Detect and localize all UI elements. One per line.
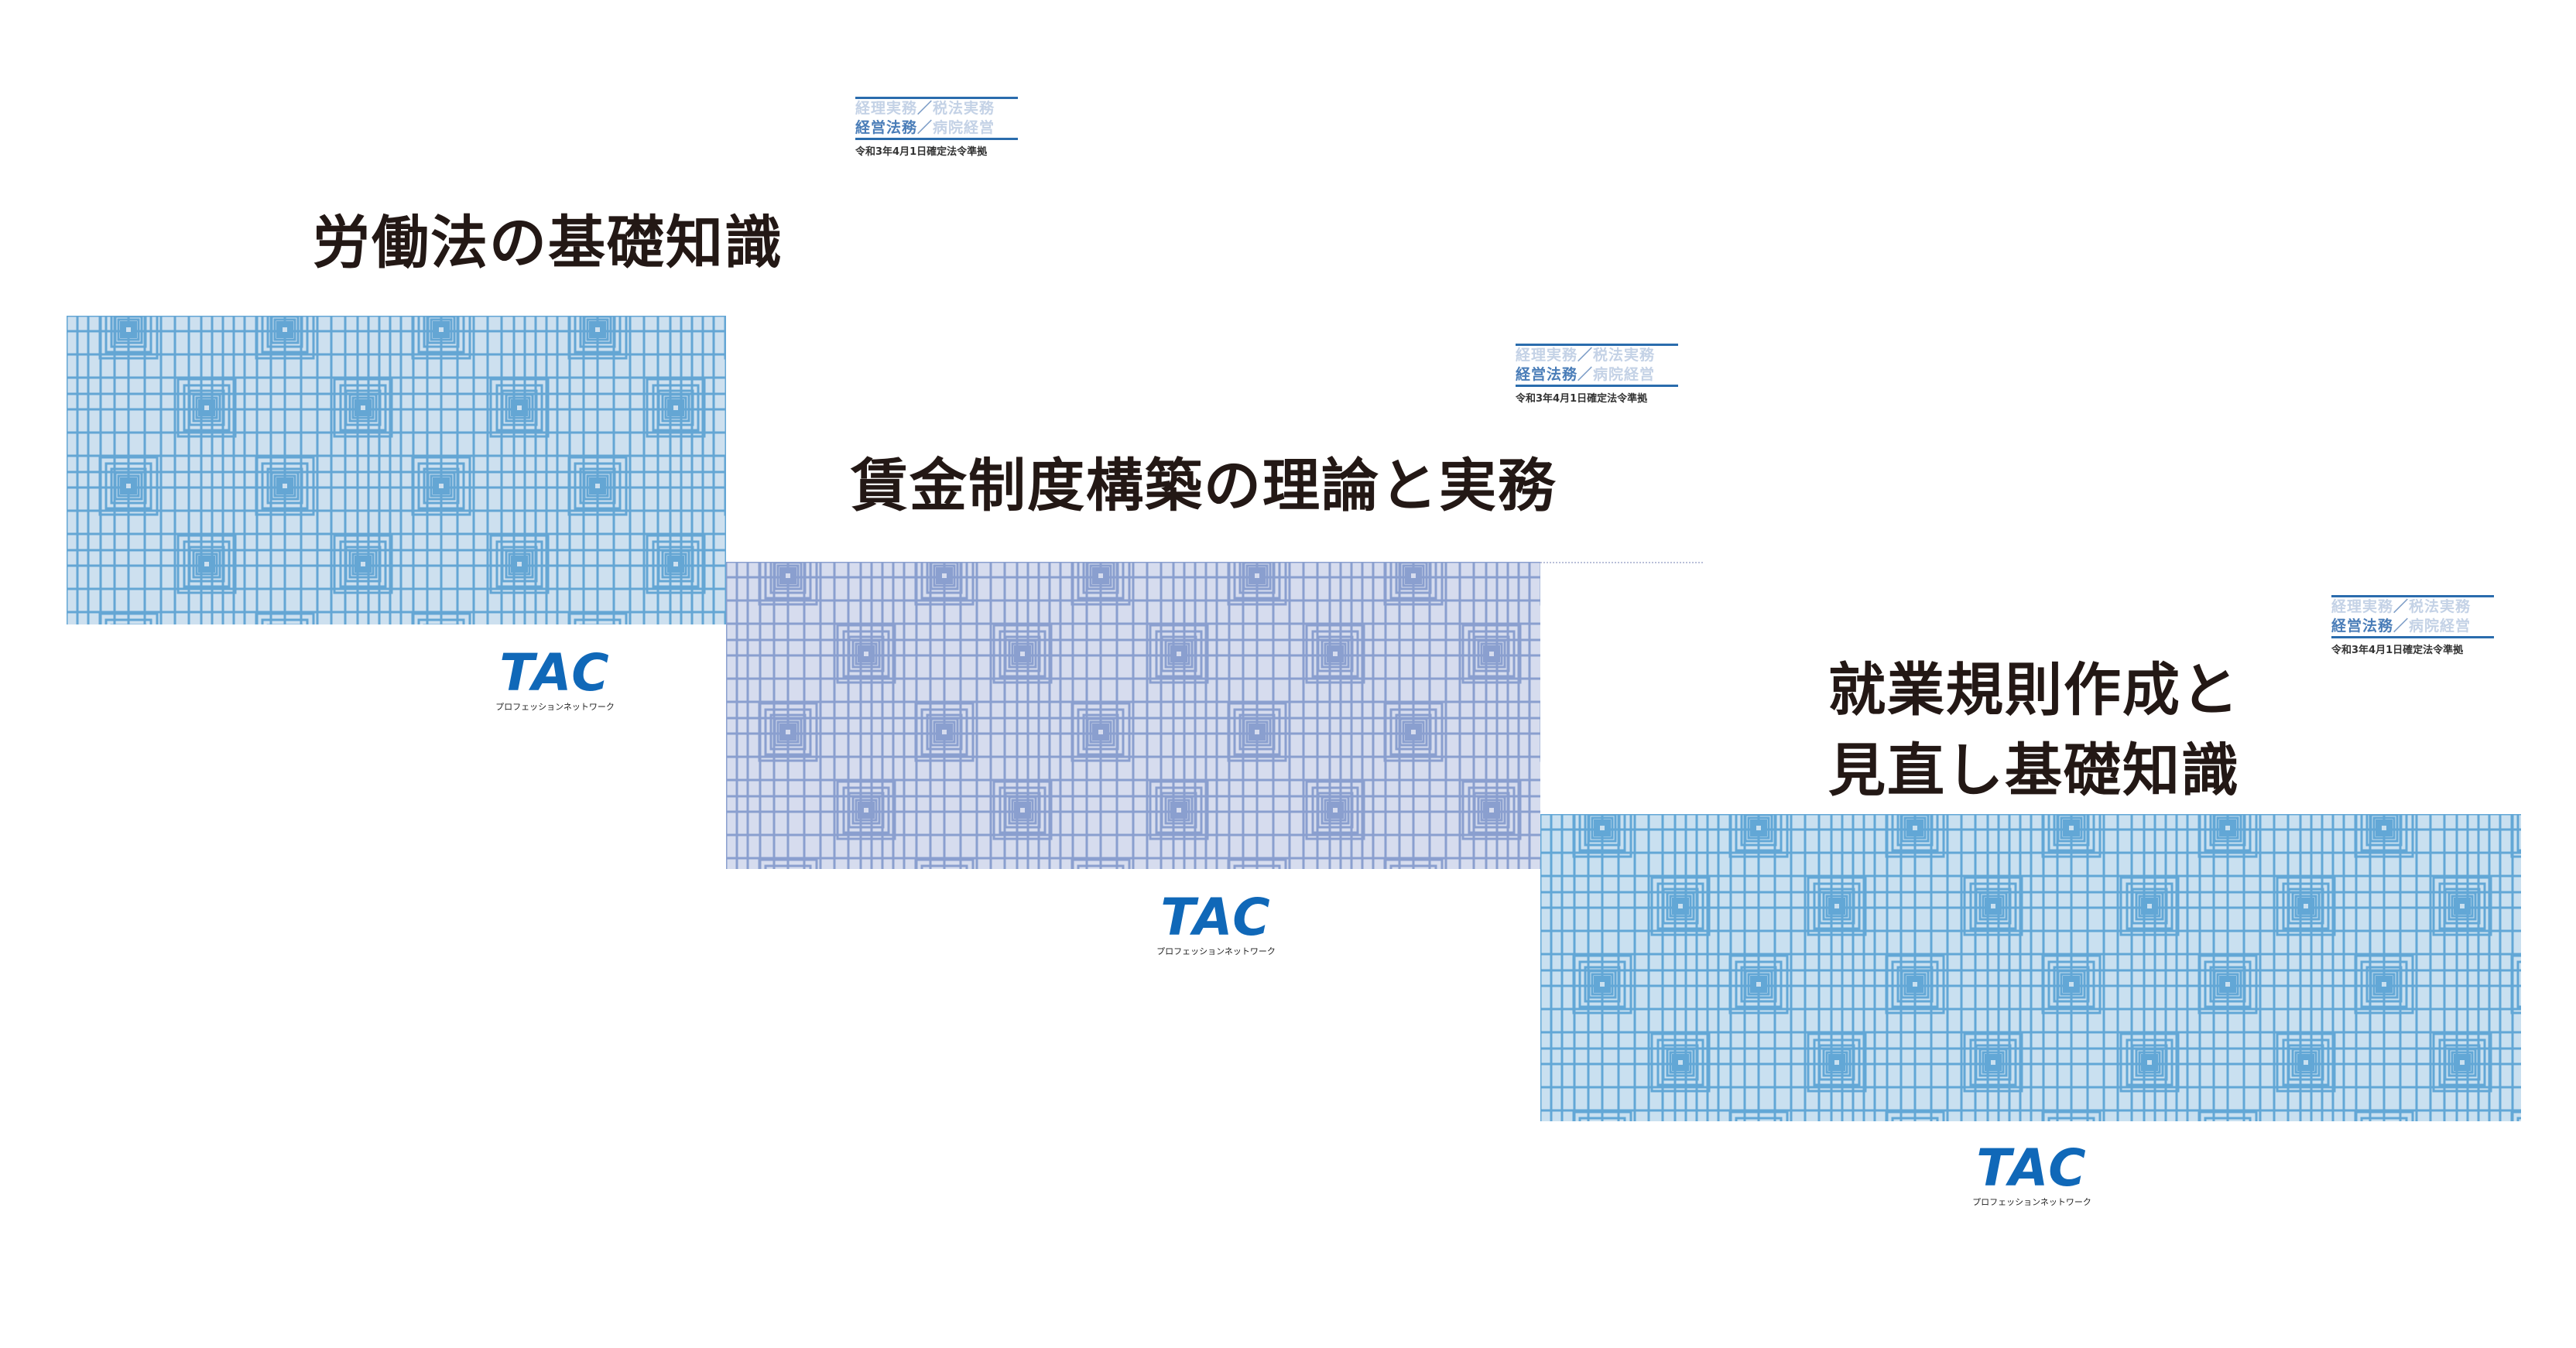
series-item: 経理実務 xyxy=(1516,347,1578,364)
series-item: 病院経営 xyxy=(2409,618,2472,635)
logo-text: TAC xyxy=(1976,1138,2088,1198)
logo-text: TAC xyxy=(1160,888,1272,947)
law-date: 令和3年4月1日確定法令準拠 xyxy=(855,146,988,158)
divider xyxy=(1516,385,1678,387)
law-date: 令和3年4月1日確定法令準拠 xyxy=(1516,393,1648,405)
series-label: 経理実務／税法実務 経営法務／病院経営 令和3年4月1日確定法令準拠 xyxy=(2331,595,2494,656)
series-item: 経理実務 xyxy=(2331,598,2394,615)
separator: ／ xyxy=(917,100,933,117)
logo-tagline: プロフェッションネットワーク xyxy=(1156,946,1276,956)
series-item-active: 経営法務 xyxy=(1516,366,1578,383)
grid-pattern-band xyxy=(726,562,1540,869)
series-item: 税法実務 xyxy=(2409,598,2472,615)
series-label: 経理実務／税法実務 経営法務／病院経営 令和3年4月1日確定法令準拠 xyxy=(1516,344,1678,405)
title-line: 賃金制度構築の理論と実務 xyxy=(851,453,1557,519)
series-item: 病院経営 xyxy=(1593,366,1656,383)
grid-pattern-band xyxy=(1540,814,2521,1121)
title-line: 労働法の基礎知識 xyxy=(313,210,783,276)
separator: ／ xyxy=(1577,366,1594,383)
divider xyxy=(2331,636,2494,638)
series-item: 病院経営 xyxy=(933,119,995,136)
divider xyxy=(1540,562,1703,563)
law-date: 令和3年4月1日確定法令準拠 xyxy=(2331,645,2464,656)
tac-logo: TAC プロフェッションネットワーク xyxy=(489,648,621,713)
grid-pattern-band xyxy=(67,316,726,624)
logo-tagline: プロフェッションネットワーク xyxy=(495,702,615,712)
divider xyxy=(855,97,1018,99)
separator: ／ xyxy=(2393,618,2410,635)
series-item: 税法実務 xyxy=(1593,347,1656,364)
tac-logo: TAC プロフェッションネットワーク xyxy=(1150,892,1282,957)
series-item: 経理実務 xyxy=(855,100,918,117)
logo-tagline: プロフェッションネットワーク xyxy=(1972,1197,2091,1207)
tac-logo: TAC プロフェッションネットワーク xyxy=(1966,1143,2098,1208)
book-title: 労働法の基礎知識 xyxy=(313,203,783,283)
title-line: 就業規則作成と xyxy=(1828,657,2240,724)
book-title: 賃金制度構築の理論と実務 xyxy=(851,446,1557,526)
separator: ／ xyxy=(1577,347,1594,364)
series-label: 経理実務／税法実務 経営法務／病院経営 令和3年4月1日確定法令準拠 xyxy=(855,97,1018,158)
separator: ／ xyxy=(917,119,933,136)
book-title: 就業規則作成と 見直し基礎知識 xyxy=(1828,650,2240,811)
divider xyxy=(2331,595,2494,597)
series-item-active: 経営法務 xyxy=(2331,618,2394,635)
series-item: 税法実務 xyxy=(933,100,995,117)
series-item-active: 経営法務 xyxy=(855,119,918,136)
separator: ／ xyxy=(2393,598,2410,615)
divider xyxy=(855,138,1018,140)
logo-text: TAC xyxy=(499,643,611,703)
title-line: 見直し基礎知識 xyxy=(1828,737,2240,804)
divider xyxy=(1516,344,1678,346)
